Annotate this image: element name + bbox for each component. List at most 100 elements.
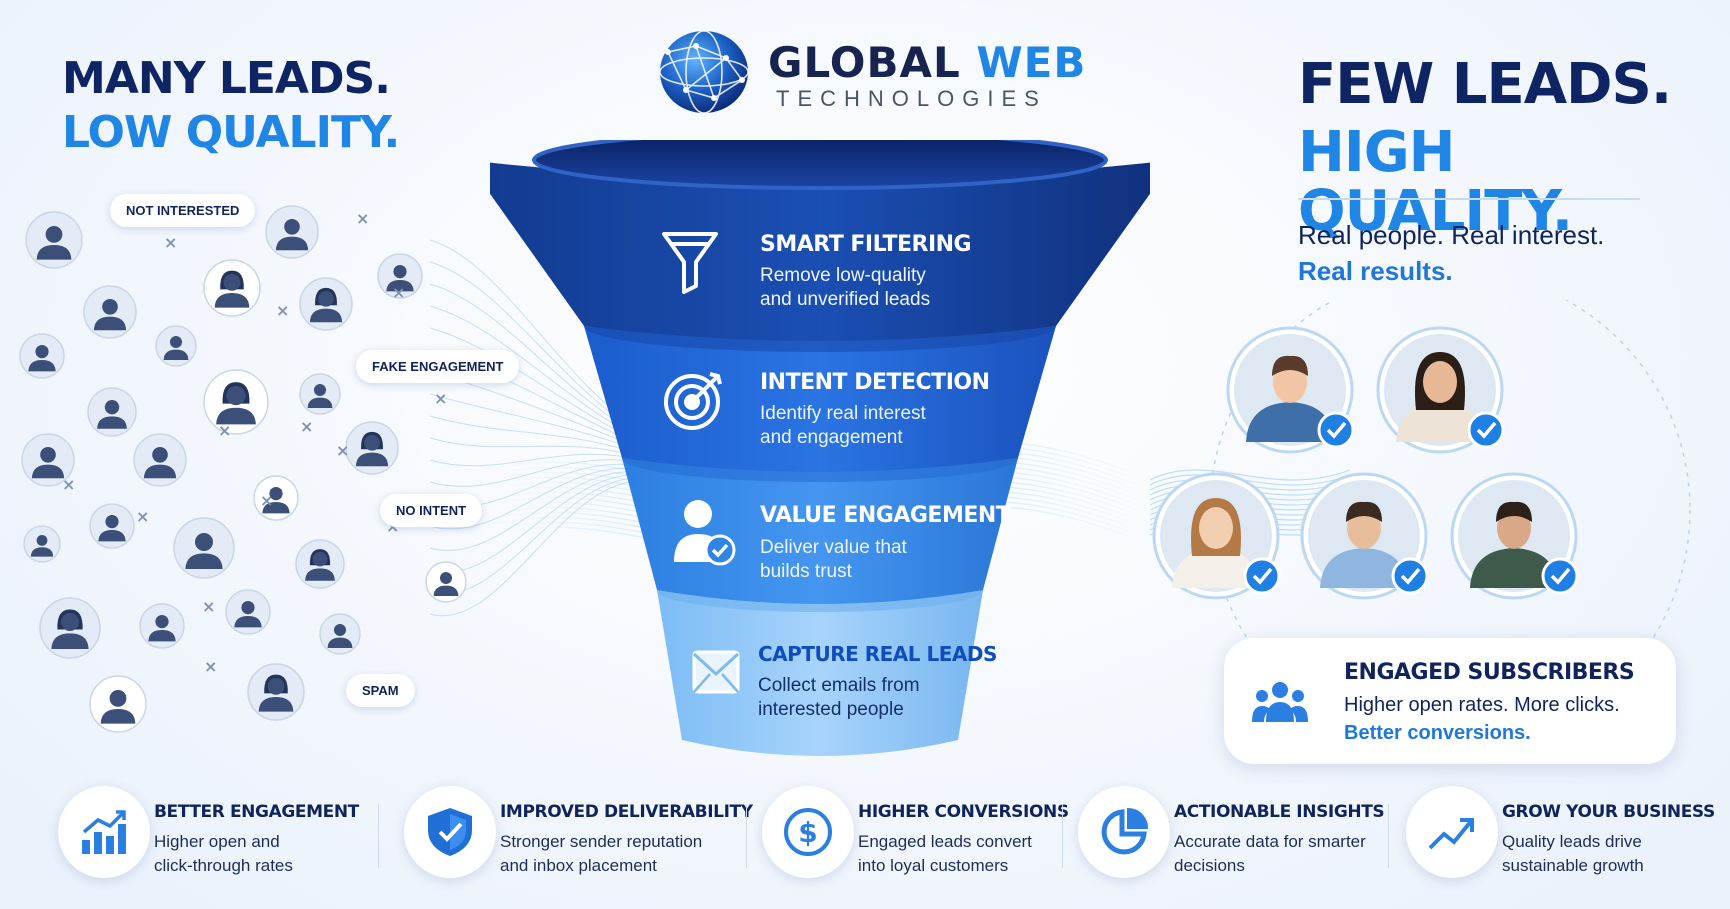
funnel-icon bbox=[662, 232, 718, 294]
crowd-avatar bbox=[133, 433, 187, 487]
x-mark-icon: × bbox=[356, 209, 369, 228]
tag-fake-engagement: FAKE ENGAGEMENT bbox=[356, 350, 520, 383]
stage-4-line1: Collect emails from bbox=[758, 675, 920, 696]
checkmark-badge-icon bbox=[1243, 557, 1281, 595]
checkmark-badge-icon bbox=[1467, 411, 1505, 449]
logo-wordmark: GLOBAL WEB bbox=[768, 38, 1086, 87]
stage-2-title: INTENT DETECTION bbox=[760, 370, 990, 395]
right-headline-line2: HIGH QUALITY. bbox=[1298, 120, 1573, 244]
tag-not-interested: NOT INTERESTED bbox=[110, 194, 256, 227]
funnel-stage-2 bbox=[584, 326, 1056, 472]
feature-line2: click-through rates bbox=[154, 856, 293, 875]
crowd-avatar bbox=[203, 259, 261, 317]
stage-1-title: SMART FILTERING bbox=[760, 232, 972, 257]
feature-title: ACTIONABLE INSIGHTS bbox=[1174, 802, 1385, 822]
logo-word-web: WEB bbox=[976, 38, 1087, 87]
feature-line2: and inbox placement bbox=[500, 856, 657, 875]
verified-person-avatar bbox=[1300, 472, 1429, 600]
x-mark-icon: × bbox=[164, 233, 177, 252]
crowd-avatar bbox=[247, 663, 305, 721]
feature-desc: Quality leads drive sustainable growth bbox=[1502, 830, 1730, 878]
left-headline-line1: MANY LEADS. bbox=[62, 53, 391, 104]
engaged-title: ENGAGED SUBSCRIBERS bbox=[1344, 660, 1635, 685]
crowd-avatar bbox=[23, 525, 61, 563]
crowd-avatar bbox=[19, 333, 65, 379]
stage-3-line1: Deliver value that bbox=[760, 537, 907, 558]
crowd-avatar bbox=[155, 325, 197, 367]
crowd-avatar bbox=[83, 285, 137, 339]
verified-person-avatar bbox=[1226, 326, 1355, 454]
feature-line1: Accurate data for smarter bbox=[1174, 832, 1366, 851]
feature-divider bbox=[378, 804, 379, 868]
engaged-line2: Better conversions. bbox=[1344, 722, 1531, 744]
target-icon bbox=[664, 372, 722, 430]
crowd-avatar bbox=[25, 211, 83, 269]
feature-divider bbox=[1062, 804, 1063, 868]
checkmark-badge-icon bbox=[1317, 411, 1355, 449]
stage-3-line2: builds trust bbox=[760, 561, 852, 582]
logo-subtitle: TECHNOLOGIES bbox=[776, 86, 1047, 111]
crowd-avatar bbox=[299, 277, 353, 331]
funnel-stage-1 bbox=[490, 162, 1150, 341]
shield-check-icon bbox=[428, 808, 472, 856]
funnel-stage-3 bbox=[622, 458, 1018, 604]
crowd-avatar bbox=[39, 597, 101, 659]
x-mark-icon: × bbox=[136, 507, 149, 526]
feature-line2: sustainable growth bbox=[1502, 856, 1644, 875]
engaged-line1: Higher open rates. More clicks. bbox=[1344, 694, 1620, 716]
feature-line1: Stronger sender reputation bbox=[500, 832, 703, 851]
crowd-avatar bbox=[265, 205, 319, 259]
tag-spam: SPAM bbox=[346, 674, 415, 707]
crowd-avatar bbox=[87, 387, 137, 437]
right-subline1: Real people. Real interest. bbox=[1298, 220, 1605, 250]
crowd-avatar bbox=[319, 613, 361, 655]
left-headline-line2: LOW QUALITY. bbox=[62, 107, 400, 158]
feature-icon-circle: $ bbox=[762, 786, 854, 878]
feature-line1: Quality leads drive bbox=[1502, 832, 1642, 851]
feature-desc: Higher open and click-through rates bbox=[154, 830, 384, 878]
crowd-avatar bbox=[345, 421, 399, 475]
envelope-icon bbox=[692, 650, 740, 694]
funnel-stage-4 bbox=[657, 590, 983, 756]
group-icon bbox=[1252, 682, 1308, 722]
x-mark-icon: × bbox=[434, 389, 447, 408]
x-mark-icon: × bbox=[204, 657, 217, 676]
feature-line1: Engaged leads convert bbox=[858, 832, 1032, 851]
feature-line1: Higher open and bbox=[154, 832, 280, 851]
feature-desc: Stronger sender reputation and inbox plac… bbox=[500, 830, 730, 878]
globe-logo-icon bbox=[659, 30, 749, 114]
stage-2-desc: Identify real interest and engagement bbox=[760, 402, 980, 450]
right-divider bbox=[1298, 198, 1640, 200]
crowd-avatar bbox=[295, 539, 345, 589]
stage-4-line2: interested people bbox=[758, 699, 904, 720]
feature-divider bbox=[746, 804, 747, 868]
logo-word-global: GLOBAL bbox=[768, 38, 961, 87]
stage-2-line2: and engagement bbox=[760, 427, 903, 448]
crowd-avatar bbox=[173, 517, 235, 579]
x-mark-icon: × bbox=[276, 301, 289, 320]
bar-chart-icon bbox=[82, 810, 126, 854]
stage-1-desc: Remove low-quality and unverified leads bbox=[760, 264, 980, 312]
stage-1-line1: Remove low-quality bbox=[760, 265, 926, 286]
x-mark-icon: × bbox=[218, 421, 231, 440]
crowd-avatar bbox=[225, 589, 271, 635]
feature-desc: Accurate data for smarter decisions bbox=[1174, 830, 1404, 878]
checkmark-badge-icon bbox=[1541, 557, 1579, 595]
stage-1-line2: and unverified leads bbox=[760, 289, 931, 310]
stage-3-desc: Deliver value that builds trust bbox=[760, 536, 980, 584]
low-quality-crowd: ×××××××××××××× bbox=[19, 205, 640, 733]
feature-line2: decisions bbox=[1174, 856, 1245, 875]
crowd-avatar bbox=[425, 561, 467, 603]
feature-title: GROW YOUR BUSINESS bbox=[1502, 802, 1715, 822]
stage-2-line1: Identify real interest bbox=[760, 403, 926, 424]
x-mark-icon: × bbox=[260, 491, 273, 510]
feature-icon-circle bbox=[58, 786, 150, 878]
feature-icon-circle bbox=[1406, 786, 1498, 878]
high-quality-people bbox=[1150, 300, 1691, 751]
x-mark-icon: × bbox=[300, 417, 313, 436]
verified-person-avatar bbox=[1376, 326, 1505, 454]
x-mark-icon: × bbox=[62, 475, 75, 494]
stage-4-desc: Collect emails from interested people bbox=[758, 674, 978, 722]
feature-icon-circle bbox=[1078, 786, 1170, 878]
